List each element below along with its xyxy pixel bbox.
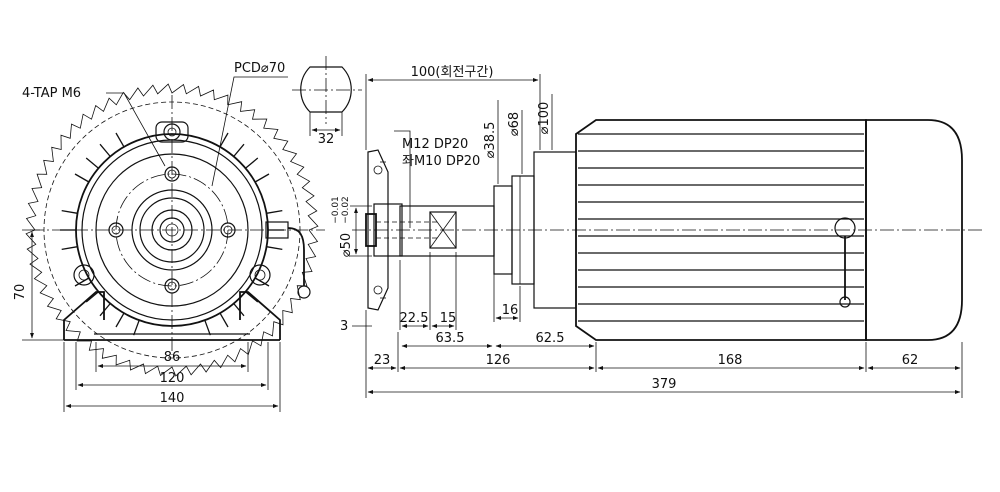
thread-label-m12: M12 DP20 xyxy=(402,137,468,152)
dim-120-label: 120 xyxy=(160,371,185,386)
front-fin xyxy=(204,319,211,336)
dim-32-label: 32 xyxy=(318,132,335,147)
front-fin xyxy=(85,157,99,169)
dim-23-label: 23 xyxy=(374,353,391,368)
dim-100d-label: ⌀100 xyxy=(537,102,552,135)
front-fin xyxy=(266,209,283,214)
pcd-label: PCD⌀70 xyxy=(234,61,285,76)
pcd-leader xyxy=(211,76,288,187)
dim-3-label: 3 xyxy=(340,319,348,334)
side-cooling-fins xyxy=(578,133,864,322)
top-eye-bolt xyxy=(155,121,189,143)
tap-label: 4-TAP M6 xyxy=(22,86,81,101)
dim-126-label: 126 xyxy=(486,353,511,368)
front-fin xyxy=(74,173,90,183)
front-fin xyxy=(133,319,140,336)
motor-body-outer xyxy=(75,133,269,327)
shaft-thread-circle xyxy=(165,223,179,237)
side-view: M12 DP20 좌M10 DP20 100(회전구간) ⌀38.5 ⌀68 ⌀… xyxy=(331,65,985,398)
front-fin xyxy=(219,132,229,148)
front-view: 4-TAP M6 PCD⌀70 70 86 120 140 xyxy=(13,61,325,412)
dim-68-label: ⌀68 xyxy=(507,112,522,136)
shaft-flat-detail: 32 xyxy=(292,56,362,147)
front-fin xyxy=(99,303,111,317)
front-fin xyxy=(85,291,99,303)
thread-label-m10: 좌M10 DP20 xyxy=(402,154,480,169)
pcd-circle xyxy=(115,173,229,287)
shaft xyxy=(376,205,495,257)
front-fin xyxy=(233,303,245,317)
hub-inner xyxy=(151,209,193,251)
dim-22-5-label: 22.5 xyxy=(400,311,429,326)
dim-70-label: 70 xyxy=(13,284,28,301)
flange-circle xyxy=(95,153,249,307)
dim-38-5-label: ⌀38.5 xyxy=(483,122,498,159)
tap-leader xyxy=(106,92,166,167)
dim-379-label: 379 xyxy=(652,377,677,392)
dim-86-label: 86 xyxy=(164,350,181,365)
fan-cover xyxy=(865,119,963,341)
thread-leader xyxy=(394,130,411,228)
front-fin xyxy=(61,246,78,251)
dim-16-label: 16 xyxy=(502,303,519,318)
hub-mid xyxy=(139,197,205,263)
side-bolt-left xyxy=(73,264,95,286)
front-fin xyxy=(245,291,259,303)
front-fin xyxy=(266,246,283,251)
dim-140-label: 140 xyxy=(160,391,185,406)
shaft-circle xyxy=(159,217,185,243)
blade-flange xyxy=(365,149,403,311)
motor-body-side xyxy=(575,119,867,341)
front-fin xyxy=(219,312,229,328)
front-fin xyxy=(254,173,270,183)
hub-outer xyxy=(131,189,213,271)
terminal-hole xyxy=(834,217,856,239)
dim-168-label: 168 xyxy=(718,353,743,368)
dim-63-5-label: 63.5 xyxy=(436,331,465,346)
dim-62-5a-label: 62.5 xyxy=(536,331,565,346)
front-cable xyxy=(265,221,311,299)
front-fin xyxy=(115,132,125,148)
front-fin xyxy=(233,143,245,157)
dim-62b-label: 62 xyxy=(902,353,919,368)
dim-100-label: 100(회전구간) xyxy=(411,65,494,80)
side-bolt-right xyxy=(249,264,271,286)
tol-upper-label: −0.01 xyxy=(331,196,341,224)
tol-lower-label: −0.02 xyxy=(341,196,351,224)
shaft-key-square xyxy=(429,211,457,249)
front-fin xyxy=(61,209,78,214)
dim-50-label: ⌀50 xyxy=(339,233,354,257)
front-fin xyxy=(99,143,111,157)
front-fin xyxy=(115,312,125,328)
base-feet xyxy=(63,291,281,341)
tap-holes xyxy=(108,166,236,294)
dim-15-label: 15 xyxy=(440,311,457,326)
front-fin xyxy=(245,157,259,169)
